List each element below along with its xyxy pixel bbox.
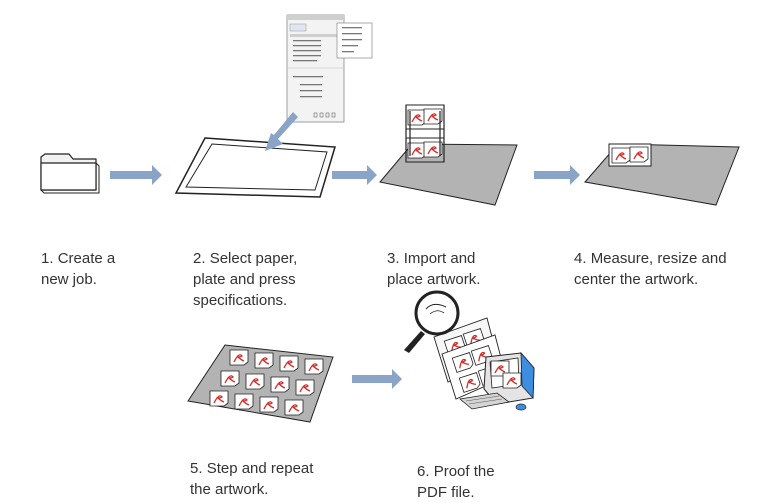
step-6-caption: 6. Proof the PDF file. [417, 440, 495, 503]
step-2-label: Select paper, plate and press specificat… [193, 250, 298, 309]
step-5-label: Step and repeat the artwork. [190, 460, 314, 498]
step-3-number: 3. [387, 250, 400, 267]
step-3-label: Import and place artwork. [387, 250, 481, 288]
import-artwork-icon [379, 104, 518, 206]
step-5-number: 5. [190, 460, 203, 477]
step-3-caption: 3. Import and place artwork. [387, 227, 480, 290]
arrow-3 [534, 165, 580, 185]
step-1-label: Create a new job. [41, 250, 116, 288]
arrow-4 [352, 369, 402, 389]
step-repeat-icon [187, 344, 334, 423]
step-5-caption: 5. Step and repeat the artwork. [190, 437, 313, 500]
arrow-1 [110, 165, 162, 185]
specifications-dialog-icon [286, 14, 373, 123]
step-4-caption: 4. Measure, resize and center the artwor… [574, 227, 727, 290]
step-6-number: 6. [417, 463, 430, 480]
step-1-number: 1. [41, 250, 54, 267]
step-2-number: 2. [193, 250, 206, 267]
paper-plate-icon [174, 137, 336, 198]
centered-artwork-icon [584, 143, 740, 206]
step-4-label: Measure, resize and center the artwork. [574, 250, 727, 288]
arrow-dialog-to-plate [265, 112, 298, 151]
step-2-caption: 2. Select paper, plate and press specifi… [193, 227, 297, 311]
step-4-number: 4. [574, 250, 587, 267]
step-1-caption: 1. Create a new job. [41, 227, 115, 290]
arrow-2 [332, 165, 377, 185]
proof-monitor-icon [404, 290, 535, 411]
folder-icon [40, 153, 100, 194]
